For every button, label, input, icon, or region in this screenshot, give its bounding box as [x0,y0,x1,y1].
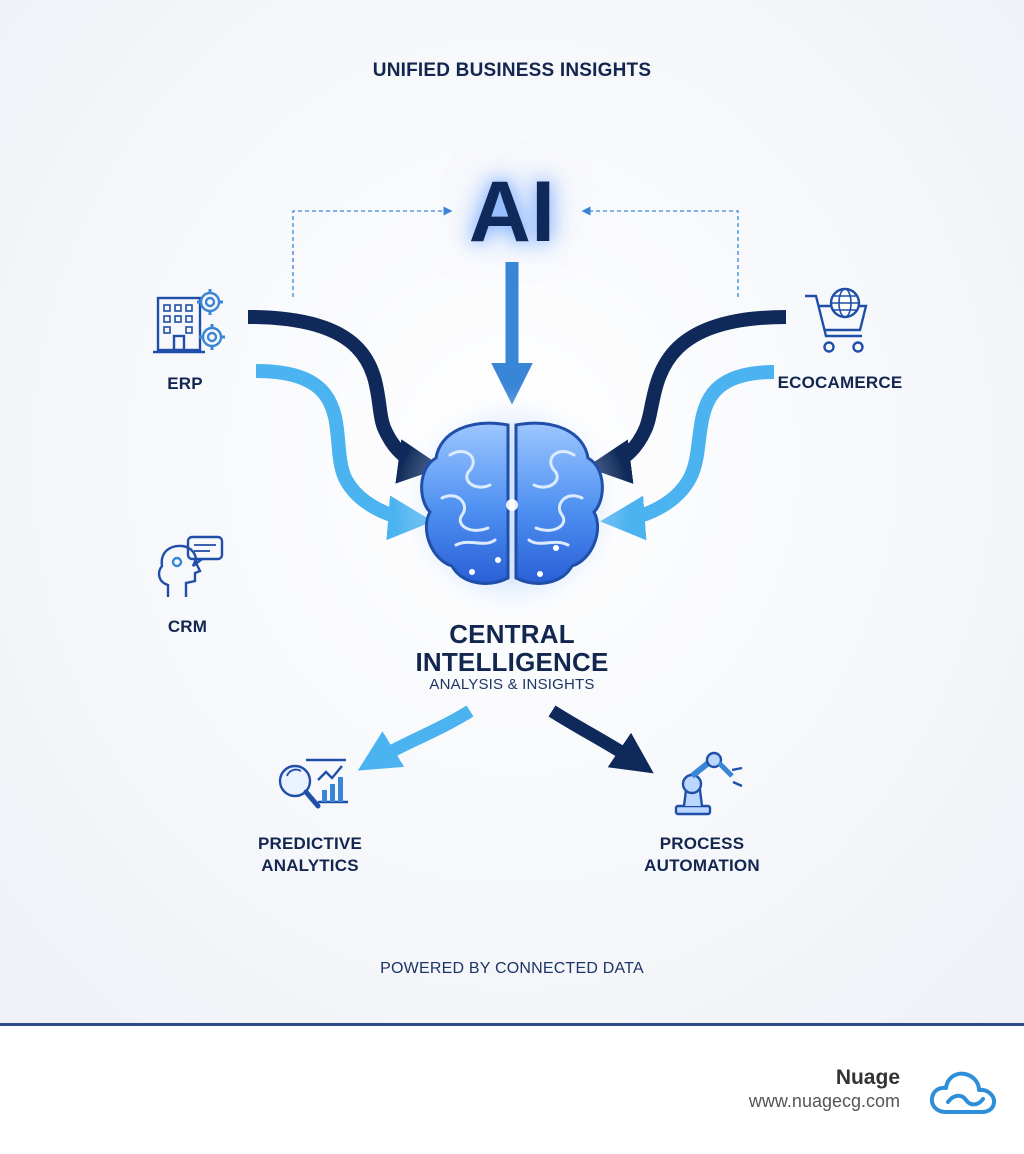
central-intelligence-heading: CENTRAL INTELLIGENCE [362,620,662,676]
dashed-link-left [292,206,453,297]
building-gears-icon [153,289,225,354]
central-subtitle: ANALYSIS & INSIGHTS [429,676,595,693]
ecommerce-dark-arrow [586,310,787,484]
head-chat-icon [157,535,224,597]
diagram-title: UNIFIED BUSINESS INSIGHTS [372,60,652,81]
crm-label: CRM [167,617,208,636]
diagram-graphics [153,206,868,816]
ecommerce-light-arrow [600,365,775,541]
predictive-line-1: PREDICTIVE [257,834,363,853]
process-automation-label: PROCESS AUTOMATION [622,833,782,877]
brand-name: Nuage [835,1066,900,1089]
footer-bar [0,1026,1024,1154]
dashed-link-right [581,206,739,297]
central-line-2: INTELLIGENCE [415,647,609,677]
central-line-1: CENTRAL [449,619,575,649]
robot-arm-icon [674,751,743,816]
to-predictive-arrow [357,705,474,771]
erp-dark-arrow [247,310,443,484]
predictive-analytics-label: PREDICTIVE ANALYTICS [230,833,390,877]
to-automation-arrow [548,705,654,774]
erp-light-arrow [255,364,433,541]
ai-label: AI [468,164,556,260]
ecommerce-label: ECOCAMERCE [777,373,903,392]
predictive-line-2: ANALYTICS [261,856,359,875]
process-line-2: AUTOMATION [644,856,760,875]
cloud-logo-icon [929,1071,997,1114]
magnifier-chart-icon [278,758,348,809]
brand-url[interactable]: www.nuagecg.com [748,1091,900,1111]
process-line-1: PROCESS [659,834,745,853]
brain-icon [394,387,630,623]
footer-divider [0,1023,1024,1026]
powered-by-note: POWERED BY CONNECTED DATA [380,960,644,977]
shopping-cart-globe-icon [805,287,868,353]
erp-label: ERP [167,374,203,393]
